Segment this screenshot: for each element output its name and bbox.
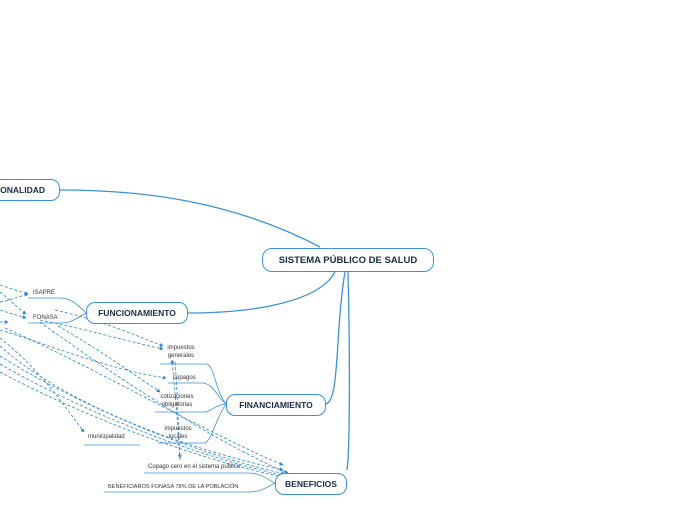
leaf-impuestos-locales-line2: locales [168,434,188,440]
relation-18 [170,359,181,461]
branch-node-financiamiento[interactable]: FINANCIAMIENTO [226,394,326,416]
relation-4 [0,309,27,319]
relation-14 [0,371,288,480]
leaf-impuestos-generales[interactable]: impuestos generales [160,344,202,360]
link-funcionamiento-isapre [59,297,87,314]
leaf-impuestos-generales-line1: impuestos [167,345,195,351]
link-financiamiento-copagos [202,382,227,405]
leaf-beneficiarios-label: BENEFICIAROS FONASA 78% DE LA POBLACIÓN [108,484,239,490]
branch-node-beneficios[interactable]: BENEFICIOS [275,473,347,495]
branch-node-nacionalidad[interactable]: ONALIDAD [0,179,60,201]
link-financiamiento-cotizaciones [205,403,227,413]
relation-2 [0,291,27,315]
link-root-nacionalidad [59,189,321,248]
link-financiamiento-impuestos [206,363,227,405]
relation-12 [0,355,286,476]
leaf-impuestos-generales-line2: generales [167,353,195,359]
leaf-copagos-label: copagos [173,375,196,381]
root-label: SISTEMA PÚBLICO DE SALUD [278,254,418,266]
relation-16 [4,327,284,466]
root-node-sistema-publico-de-salud[interactable]: SISTEMA PÚBLICO DE SALUD [262,248,434,272]
leaf-municipalidad[interactable]: municipalidad [88,433,125,441]
branch-label-funcionamiento: FUNCIONAMIENTO [98,308,176,318]
relation-6 [54,309,164,347]
leaf-municipalidad-label: municipalidad [88,434,125,440]
relation-8 [0,329,167,380]
relation-15 [39,321,289,474]
branch-node-funcionamiento[interactable]: FUNCIONAMIENTO [86,302,188,324]
link-root-beneficios [346,271,351,471]
branch-label-nacionalidad: ONALIDAD [0,185,45,195]
leaf-fonasa-label: FONASA [33,315,58,321]
branch-label-beneficios: BENEFICIOS [285,479,337,489]
relation-1 [0,284,29,296]
branch-label-financiamiento: FINANCIAMIENTO [239,400,313,410]
relation-5 [39,319,164,351]
relation-3 [0,292,29,303]
leaf-isapre-label: ISAPRE [33,290,56,296]
relation-10 [0,337,85,433]
leaf-impuestos-locales[interactable]: impuestos locales [157,425,199,441]
link-root-funcionamiento [187,271,336,314]
leaf-cotizaciones-line1: cotizaciones [160,394,194,400]
leaf-cotizaciones-obligatorias[interactable]: cotizaciones obligatorias [155,393,199,409]
leaf-impuestos-locales-line1: impuestos [164,426,192,432]
link-beneficios-beneficiarios [247,482,276,493]
relation-13 [0,363,287,478]
leaf-copagos[interactable]: copagos [173,374,196,382]
leaf-copago-cero[interactable]: Copago cero en el sistema público [148,463,240,471]
leaf-fonasa[interactable]: FONASA [33,314,58,322]
leaf-copago-cero-label: Copago cero en el sistema público [148,464,241,470]
leaf-beneficiarios-fonasa[interactable]: BENEFICIAROS FONASA 78% DE LA POBLACIÓN [108,483,238,491]
link-beneficios-copago [249,472,276,484]
link-root-financiamiento [325,271,346,405]
relation-9 [57,325,161,393]
link-financiamiento-locales [204,403,227,444]
leaf-cotizaciones-line2: obligatorias [161,402,193,408]
leaf-isapre[interactable]: ISAPRE [33,289,55,297]
link-funcionamiento-fonasa [59,312,87,324]
